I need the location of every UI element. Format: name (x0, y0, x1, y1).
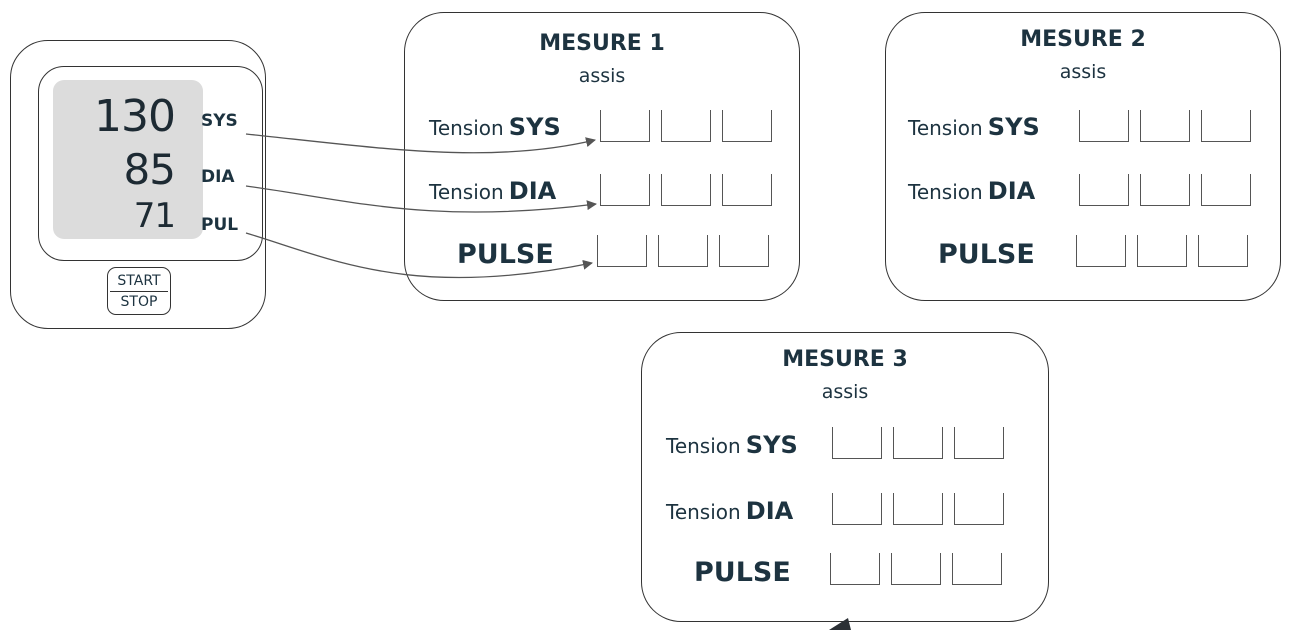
tension-prefix: Tension (666, 434, 741, 458)
sys-digit-box-3[interactable] (954, 427, 1004, 459)
sys-label: SYS (987, 113, 1040, 141)
start-stop-button[interactable]: START STOP (107, 267, 171, 315)
pulse-digit-box-3[interactable] (1198, 235, 1248, 267)
tension-sys-label: Tension SYS (908, 113, 1040, 141)
monitor-sys-value: 130 (94, 91, 176, 142)
sys-digit-box-2[interactable] (893, 427, 943, 459)
dia-label: DIA (745, 497, 794, 525)
dia-digit-box-1[interactable] (600, 174, 650, 206)
monitor-screen-frame (38, 66, 263, 261)
measure-card-2: MESURE 2 assis Tension SYS Tension DIA P… (885, 12, 1281, 301)
card-title: MESURE 3 (782, 347, 908, 372)
tension-sys-label: Tension SYS (666, 431, 798, 459)
measure-card-1: MESURE 1 assis Tension SYS Tension DIA P… (404, 12, 800, 301)
pulse-digit-box-3[interactable] (952, 553, 1002, 585)
measure-card-3: MESURE 3 assis Tension SYS Tension DIA P… (641, 332, 1049, 622)
pulse-digit-box-2[interactable] (891, 553, 941, 585)
pulse-digit-box-1[interactable] (830, 553, 880, 585)
pulse-digit-box-3[interactable] (719, 235, 769, 267)
card-title: MESURE 2 (1020, 27, 1146, 52)
dia-label: DIA (987, 177, 1036, 205)
pulse-label: PULSE (457, 239, 554, 270)
sys-digit-box-2[interactable] (1140, 110, 1190, 142)
blood-pressure-monitor: 130 85 71 SYS DIA PUL START STOP (10, 40, 266, 329)
start-label: START (117, 272, 161, 289)
monitor-pul-value: 71 (133, 196, 176, 236)
dia-digit-box-2[interactable] (1140, 174, 1190, 206)
pulse-digit-box-1[interactable] (597, 235, 647, 267)
dia-label: DIA (508, 177, 557, 205)
sys-digit-box-1[interactable] (832, 427, 882, 459)
sys-digit-box-3[interactable] (1201, 110, 1251, 142)
sys-digit-box-1[interactable] (1079, 110, 1129, 142)
card-position: assis (578, 65, 626, 87)
monitor-sys-label: SYS (201, 111, 238, 131)
pulse-digit-box-1[interactable] (1076, 235, 1126, 267)
pulse-digit-box-2[interactable] (658, 235, 708, 267)
tension-prefix: Tension (908, 180, 983, 204)
dia-digit-box-3[interactable] (722, 174, 772, 206)
sys-label: SYS (508, 113, 561, 141)
tension-dia-label: Tension DIA (429, 177, 556, 205)
tension-sys-label: Tension SYS (429, 113, 561, 141)
tension-prefix: Tension (666, 500, 741, 524)
dia-digit-box-2[interactable] (893, 493, 943, 525)
monitor-dia-label: DIA (201, 167, 235, 187)
dia-digit-box-2[interactable] (661, 174, 711, 206)
monitor-dia-value: 85 (123, 145, 176, 194)
pulse-digit-box-2[interactable] (1137, 235, 1187, 267)
dia-digit-box-3[interactable] (954, 493, 1004, 525)
card-position: assis (821, 381, 869, 403)
tension-prefix: Tension (429, 116, 504, 140)
start-stop-divider (110, 290, 168, 292)
card-title: MESURE 1 (539, 31, 665, 56)
tension-dia-label: Tension DIA (908, 177, 1035, 205)
dia-digit-box-3[interactable] (1201, 174, 1251, 206)
stop-label: STOP (120, 293, 158, 310)
sys-digit-box-3[interactable] (722, 110, 772, 142)
tension-dia-label: Tension DIA (666, 497, 793, 525)
sys-digit-box-2[interactable] (661, 110, 711, 142)
sys-digit-box-1[interactable] (600, 110, 650, 142)
pulse-label: PULSE (694, 557, 791, 588)
monitor-lcd-display (53, 80, 203, 239)
card-position: assis (1059, 61, 1107, 83)
dia-digit-box-1[interactable] (1079, 174, 1129, 206)
tension-prefix: Tension (429, 180, 504, 204)
pulse-label: PULSE (938, 239, 1035, 270)
monitor-pul-label: PUL (201, 215, 239, 235)
tension-prefix: Tension (908, 116, 983, 140)
dia-digit-box-1[interactable] (832, 493, 882, 525)
sys-label: SYS (745, 431, 798, 459)
